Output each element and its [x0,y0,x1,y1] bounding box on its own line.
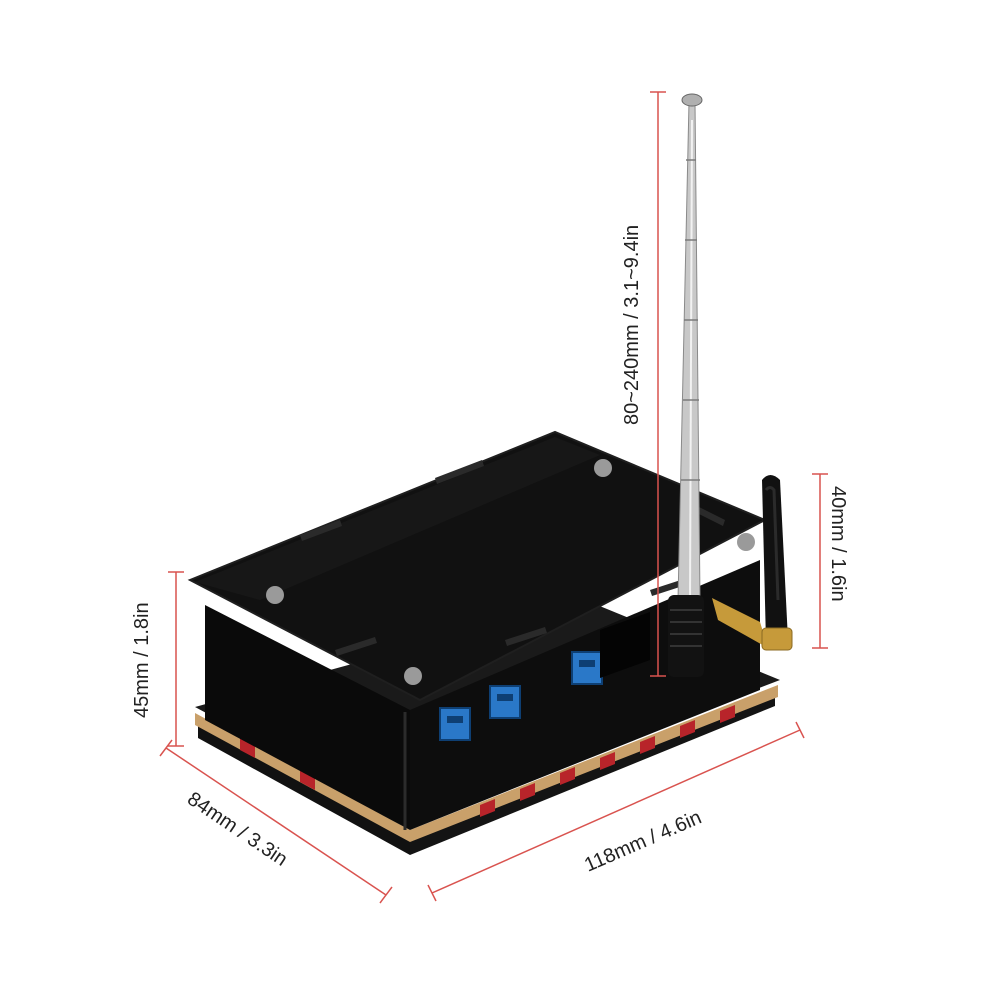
antenna-rod [677,101,701,601]
sma-connector-icon [712,598,768,648]
telescopic-antenna [668,93,704,677]
dimension-lines [159,91,828,904]
screw-icon [594,459,612,477]
label-small-antenna-height: 40mm / 1.6in [827,486,849,602]
rubber-antenna-body [762,475,788,647]
base-plate-bottom [198,725,410,855]
label-antenna-length: 80~240mm / 3.1~9.4in [621,225,643,425]
antenna-tip-icon [681,93,703,107]
side-port-cutout [600,612,650,678]
case-top-slots [300,460,725,656]
usb-ports [439,651,603,741]
base-plate-red-stripes [240,705,735,817]
usb-port-icon [489,685,521,719]
case-screws [266,459,755,685]
dim-line-width [431,729,801,894]
case-side-left [205,605,410,830]
dim-line-depth [165,747,387,896]
rubber-antenna [712,475,793,651]
label-case-width: 118mm / 4.6in [581,806,705,876]
screw-icon [404,667,422,685]
screw-icon [737,533,755,551]
antenna-hinge [668,595,704,677]
usb-port-icon [439,707,471,741]
label-case-depth: 84mm / 3.3in [183,788,291,871]
usb-port-icon [571,651,603,685]
case-top-highlight [195,437,600,600]
label-case-height: 45mm / 1.8in [131,602,153,718]
screw-icon [266,586,284,604]
